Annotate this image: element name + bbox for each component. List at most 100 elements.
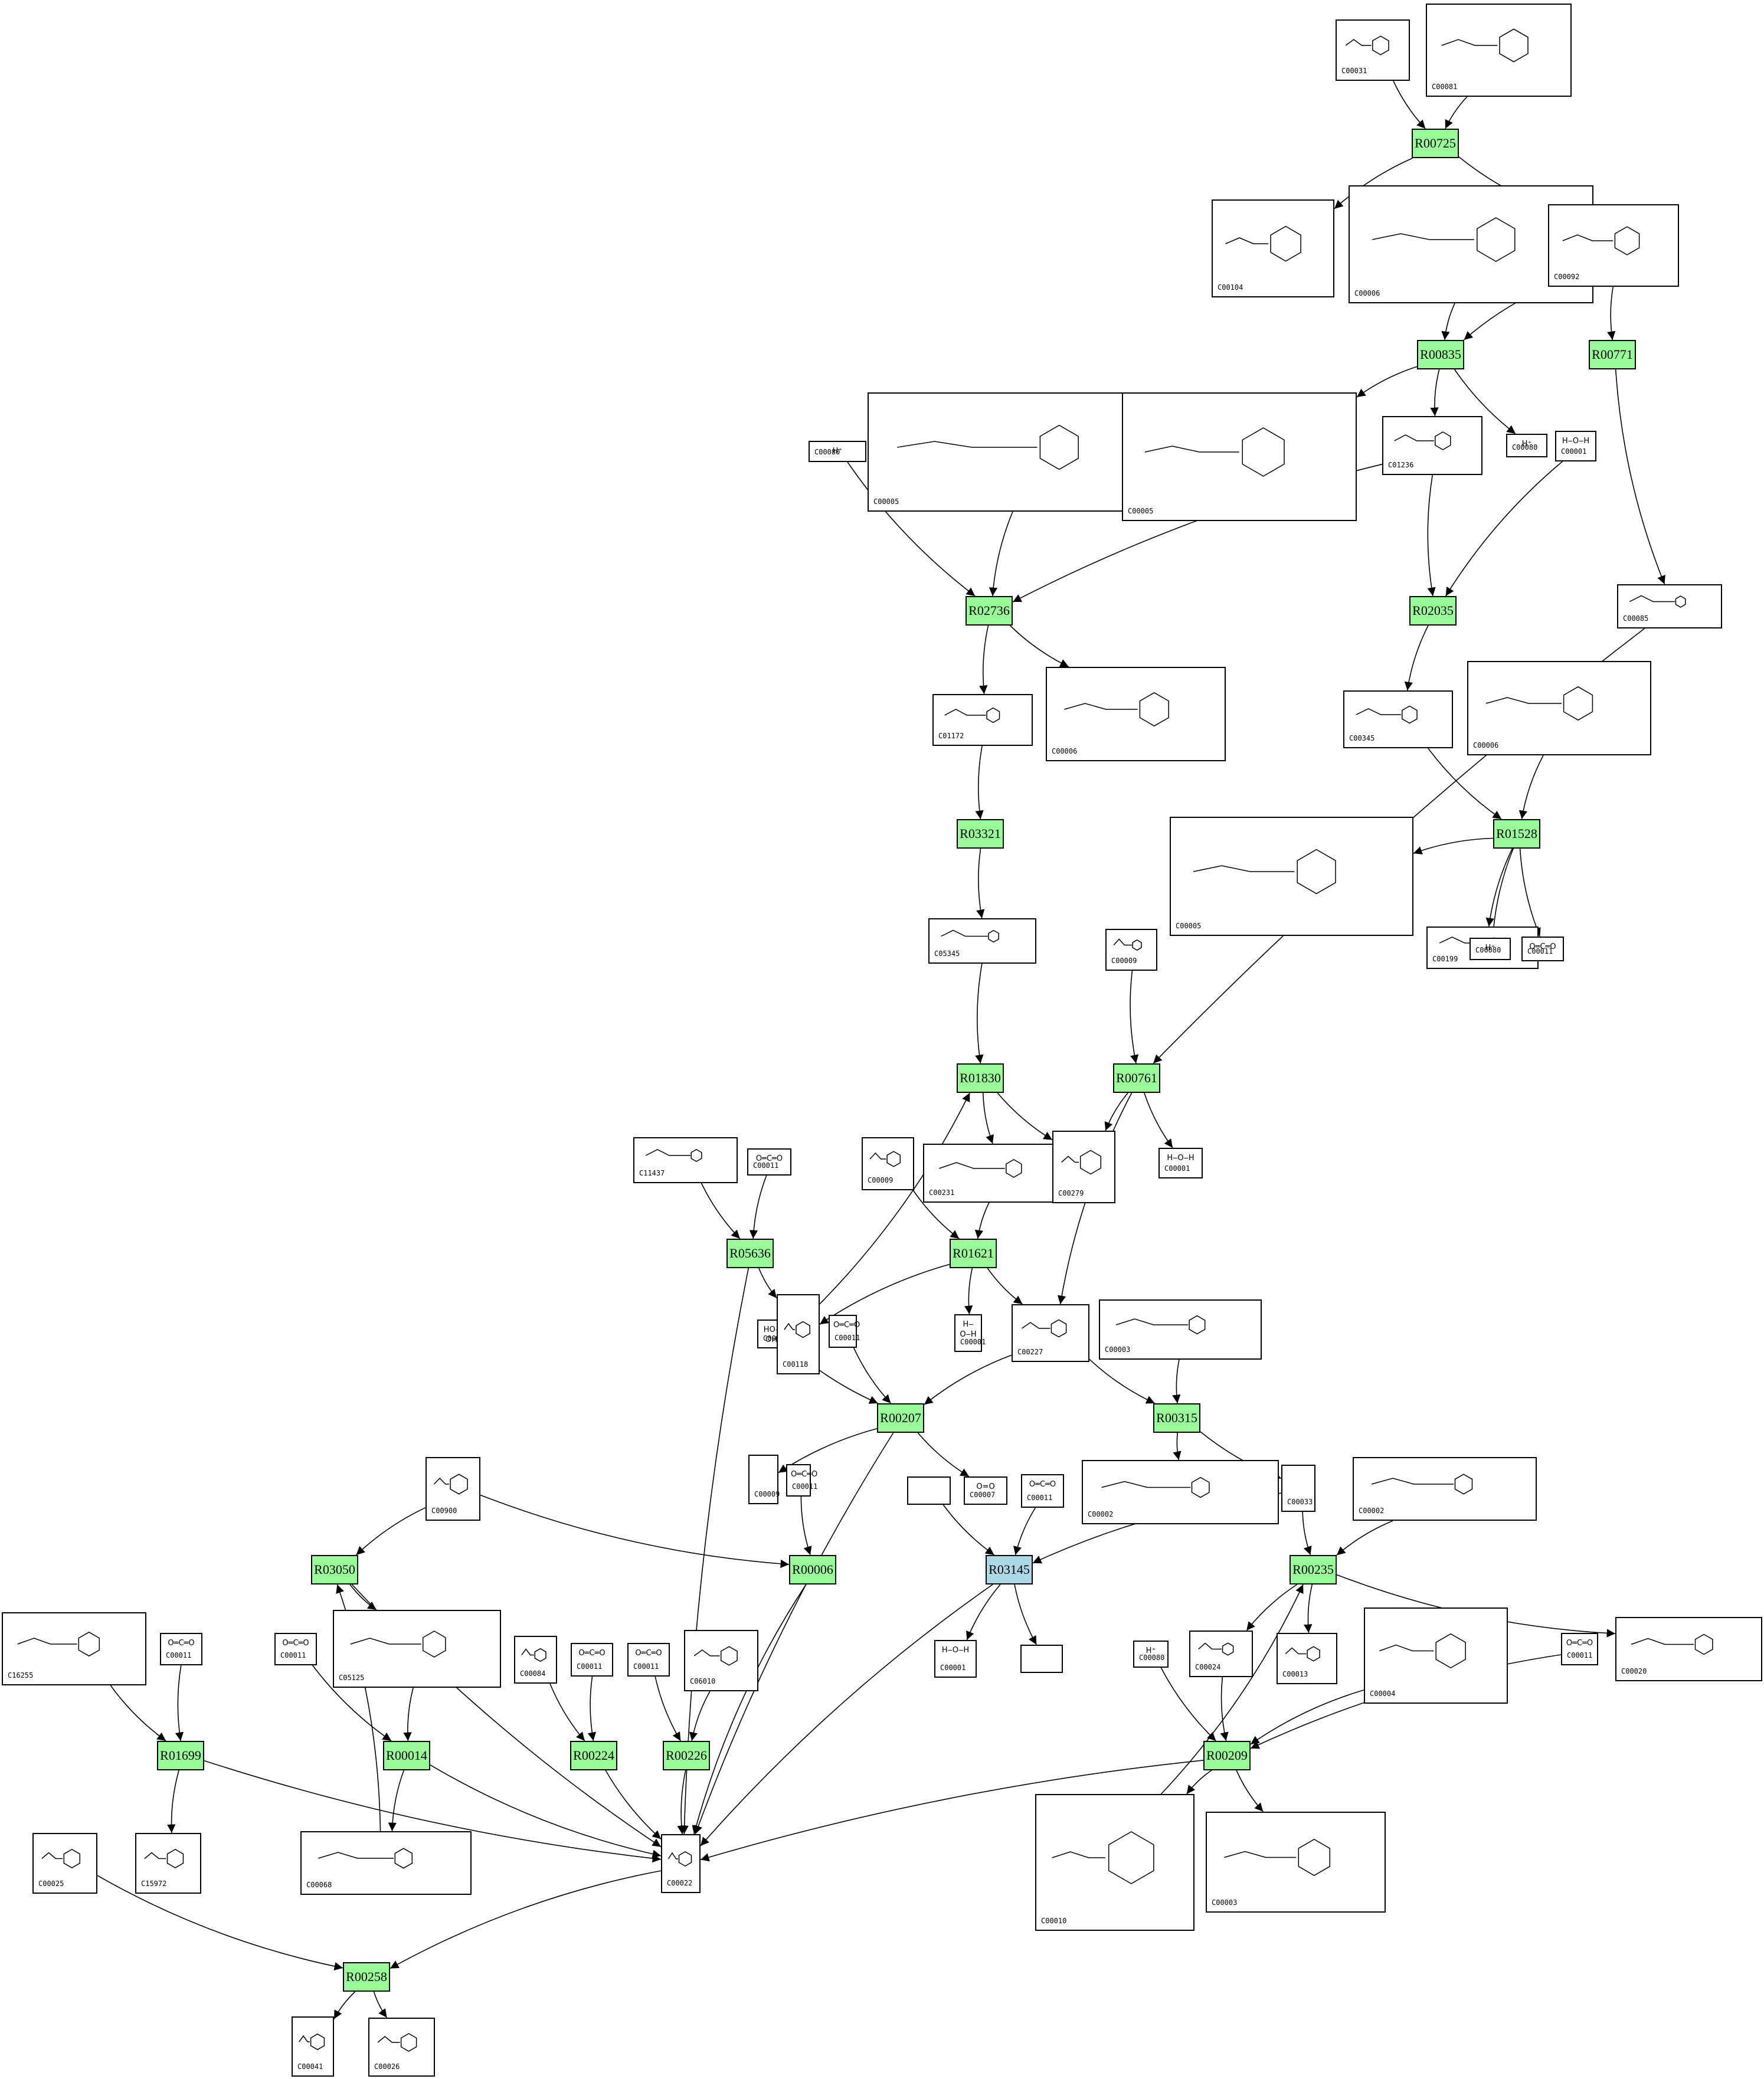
reaction-node-r00207[interactable]: R00207 <box>877 1403 924 1433</box>
reaction-node-r01699[interactable]: R01699 <box>157 1741 204 1770</box>
compound-node-c00004[interactable]: C00004 <box>1364 1607 1508 1704</box>
reaction-node-r00235[interactable]: R00235 <box>1290 1555 1337 1584</box>
compound-node-c00010[interactable]: C00010 <box>1035 1794 1194 1931</box>
reaction-node-r02035[interactable]: R02035 <box>1409 596 1457 626</box>
edge-c00009a-to-R00761 <box>1130 970 1139 1064</box>
compound-node-c06010[interactable]: C06010 <box>684 1630 758 1691</box>
reaction-node-r05636[interactable]: R05636 <box>726 1239 774 1268</box>
compound-node-c00002[interactable]: C00002 <box>1082 1460 1279 1524</box>
reaction-node-r00209[interactable]: R00209 <box>1203 1741 1251 1770</box>
reaction-node-r00226[interactable]: R00226 <box>663 1741 710 1770</box>
compound-id-label: C00080 <box>1475 946 1501 954</box>
compound-node-c00031[interactable]: C00031 <box>1336 19 1410 81</box>
compound-node-unlabeled[interactable] <box>1020 1645 1063 1673</box>
reaction-node-r03050[interactable]: R03050 <box>311 1555 358 1584</box>
compound-node-c00080[interactable]: H⁺C00080 <box>1133 1641 1169 1668</box>
compound-id-label: C00345 <box>1349 734 1375 742</box>
reaction-node-r03145[interactable]: R03145 <box>986 1555 1033 1584</box>
compound-node-c00900[interactable]: C00900 <box>426 1457 480 1521</box>
compound-node-c11437[interactable]: C11437 <box>633 1137 738 1183</box>
reaction-node-r01621[interactable]: R01621 <box>950 1239 997 1268</box>
compound-node-c00227[interactable]: C00227 <box>1012 1304 1089 1362</box>
compound-id-label: C00005 <box>1128 507 1154 515</box>
compound-id-label: C06010 <box>690 1677 716 1685</box>
compound-node-c01236[interactable]: C01236 <box>1382 416 1482 475</box>
compound-node-c00092[interactable]: C00092 <box>1548 204 1679 287</box>
compound-node-c00041[interactable]: C00041 <box>292 2016 334 2077</box>
compound-node-c00080[interactable]: H⁺C00080 <box>1506 434 1547 457</box>
compound-node-c00006[interactable]: C00006 <box>1467 661 1651 755</box>
compound-node-unlabeled[interactable] <box>907 1476 951 1505</box>
compound-node-c00009[interactable]: C00009 <box>862 1137 914 1190</box>
reaction-node-r01528[interactable]: R01528 <box>1493 819 1540 849</box>
compound-node-c00345[interactable]: C00345 <box>1343 690 1453 748</box>
compound-node-c00033[interactable]: C00033 <box>1281 1465 1315 1512</box>
edge-R00209-to-c00022 <box>700 1760 1204 1862</box>
compound-node-c00013[interactable]: C00013 <box>1277 1633 1337 1684</box>
compound-node-c00022[interactable]: C00022 <box>661 1834 701 1893</box>
compound-node-c00009[interactable]: C00009 <box>1105 929 1157 971</box>
reaction-node-r00725[interactable]: R00725 <box>1412 129 1459 158</box>
compound-node-c00002[interactable]: C00002 <box>1353 1457 1537 1521</box>
compound-node-c00231[interactable]: C00231 <box>923 1144 1074 1203</box>
compound-node-c00025[interactable]: C00025 <box>32 1833 97 1894</box>
edge-R03145-to-c00001d <box>966 1584 1001 1641</box>
structure-drawing <box>1629 595 1686 608</box>
compound-node-c00005[interactable]: C00005 <box>1122 392 1357 521</box>
compound-node-c16255[interactable]: C16255 <box>2 1612 146 1685</box>
compound-node-c00005[interactable]: C00005 <box>1170 817 1413 936</box>
compound-node-c00118[interactable]: C00118 <box>777 1294 820 1374</box>
reaction-node-r00315[interactable]: R00315 <box>1153 1403 1200 1433</box>
compound-node-c00080[interactable]: H⁺C00080 <box>809 441 866 462</box>
compound-node-c05345[interactable]: C05345 <box>928 918 1036 964</box>
compound-node-c01172[interactable]: C01172 <box>932 694 1033 746</box>
compound-id-label: C00279 <box>1058 1189 1084 1197</box>
compound-node-c00006[interactable]: C00006 <box>1046 667 1226 761</box>
compound-node-c00279[interactable]: C00279 <box>1052 1131 1115 1203</box>
compound-node-c15972[interactable]: C15972 <box>135 1833 201 1894</box>
compound-node-c00020[interactable]: C00020 <box>1615 1617 1762 1681</box>
compound-node-c00026[interactable]: C00026 <box>368 2018 435 2077</box>
reaction-node-r00771[interactable]: R00771 <box>1589 340 1636 369</box>
reaction-node-r03321[interactable]: R03321 <box>957 819 1004 849</box>
reaction-node-r00835[interactable]: R00835 <box>1417 340 1464 369</box>
reaction-node-r00224[interactable]: R00224 <box>570 1741 617 1770</box>
reaction-node-r00258[interactable]: R00258 <box>343 1962 390 1992</box>
structure-drawing <box>1022 1319 1067 1338</box>
reaction-node-r02736[interactable]: R02736 <box>966 596 1013 626</box>
compound-node-c00009[interactable]: C00009 <box>748 1455 780 1504</box>
compound-node-c00084[interactable]: C00084 <box>514 1636 557 1684</box>
compound-node-c00081[interactable]: C00081 <box>1426 4 1572 97</box>
reaction-node-r00006[interactable]: R00006 <box>789 1555 836 1584</box>
reaction-node-r01830[interactable]: R01830 <box>957 1063 1004 1093</box>
edge-c01236-to-R02035 <box>1427 474 1436 597</box>
compound-node-c00104[interactable]: C00104 <box>1212 199 1334 297</box>
reaction-node-r00014[interactable]: R00014 <box>383 1741 430 1770</box>
reaction-node-r00761[interactable]: R00761 <box>1113 1063 1160 1093</box>
compound-id-label: C00080 <box>1512 443 1538 451</box>
compound-node-c00068[interactable]: C00068 <box>300 1831 472 1895</box>
compound-node-c00080[interactable]: H⁺C00080 <box>1470 938 1511 960</box>
compound-node-c00003[interactable]: C00003 <box>1206 1812 1386 1913</box>
compound-node-c00024[interactable]: C00024 <box>1189 1631 1253 1677</box>
compound-id-label: C00002 <box>1359 1507 1385 1515</box>
compound-node-c00003[interactable]: C00003 <box>1099 1299 1262 1360</box>
compound-node-c00085[interactable]: C00085 <box>1617 584 1722 628</box>
compound-node-c05125[interactable]: C05125 <box>333 1610 501 1688</box>
structure-drawing <box>318 1848 413 1869</box>
